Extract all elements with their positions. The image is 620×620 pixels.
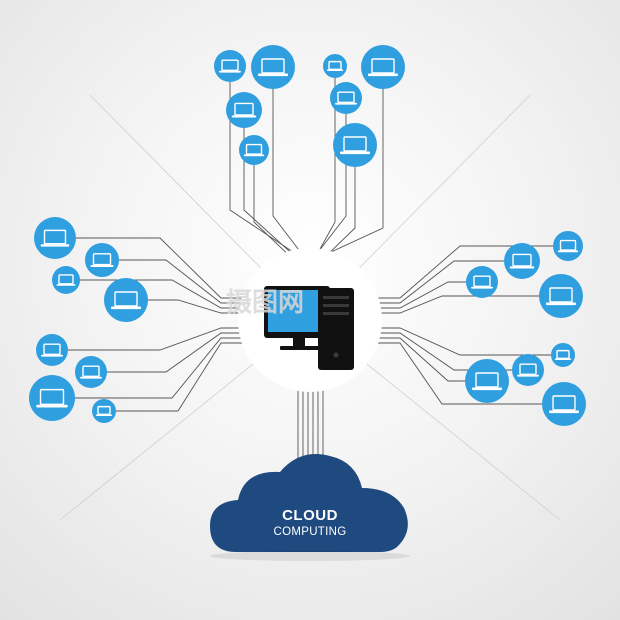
laptop-icon	[509, 253, 535, 269]
laptop-icon	[111, 291, 141, 310]
laptop-node-right-2	[504, 243, 540, 279]
laptop-node-left-7	[29, 375, 75, 421]
laptop-icon	[219, 59, 241, 73]
laptop-node-right-6	[512, 354, 544, 386]
laptop-icon	[80, 365, 102, 379]
laptop-node-right-7	[465, 359, 509, 403]
laptop-icon	[40, 229, 70, 247]
laptop-icon	[554, 349, 572, 360]
laptop-icon	[368, 58, 398, 77]
connection-wires	[68, 78, 553, 470]
laptop-icon	[36, 388, 68, 408]
laptop-node-left-6	[75, 356, 107, 388]
laptop-icon	[335, 91, 357, 105]
hub-circle	[238, 248, 382, 392]
laptop-icon	[517, 363, 539, 377]
laptop-node-left-5	[36, 334, 68, 366]
laptop-icon	[546, 287, 576, 306]
cloud-icon	[210, 454, 410, 561]
laptop-node-top-3	[323, 54, 347, 78]
laptop-icon	[557, 239, 579, 253]
laptop-icon	[472, 372, 502, 391]
laptop-icon	[95, 405, 113, 416]
laptop-icon	[340, 136, 370, 155]
laptop-icon	[41, 343, 63, 357]
watermark: 摄图网	[226, 288, 305, 318]
laptop-icon	[243, 143, 265, 157]
laptop-icon	[231, 102, 257, 118]
cloud-subtitle: COMPUTING	[273, 526, 347, 538]
laptop-icon	[258, 58, 288, 77]
laptop-node-top-5	[226, 92, 262, 128]
laptop-node-right-4	[539, 274, 583, 318]
laptop-node-top-2	[251, 45, 295, 89]
laptop-node-left-3	[52, 266, 80, 294]
laptop-node-left-4	[104, 278, 148, 322]
laptop-node-top-1	[214, 50, 246, 82]
laptop-node-top-4	[361, 45, 405, 89]
laptop-node-top-7	[239, 135, 269, 165]
laptop-node-left-8	[92, 399, 116, 423]
laptop-icon	[549, 395, 579, 414]
laptop-nodes	[29, 45, 586, 426]
laptop-node-left-1	[34, 217, 76, 259]
laptop-node-right-5	[551, 343, 575, 367]
laptop-icon	[471, 275, 493, 289]
laptop-node-top-6	[330, 82, 362, 114]
laptop-node-right-3	[466, 266, 498, 298]
cloud-title: CLOUD	[282, 507, 338, 524]
laptop-icon	[90, 253, 114, 268]
laptop-node-right-8	[542, 382, 586, 426]
laptop-node-right-1	[553, 231, 583, 261]
laptop-icon	[56, 274, 76, 286]
laptop-node-top-8	[333, 123, 377, 167]
laptop-icon	[326, 60, 344, 71]
desktop-computer-icon	[264, 286, 354, 370]
laptop-node-left-2	[85, 243, 119, 277]
